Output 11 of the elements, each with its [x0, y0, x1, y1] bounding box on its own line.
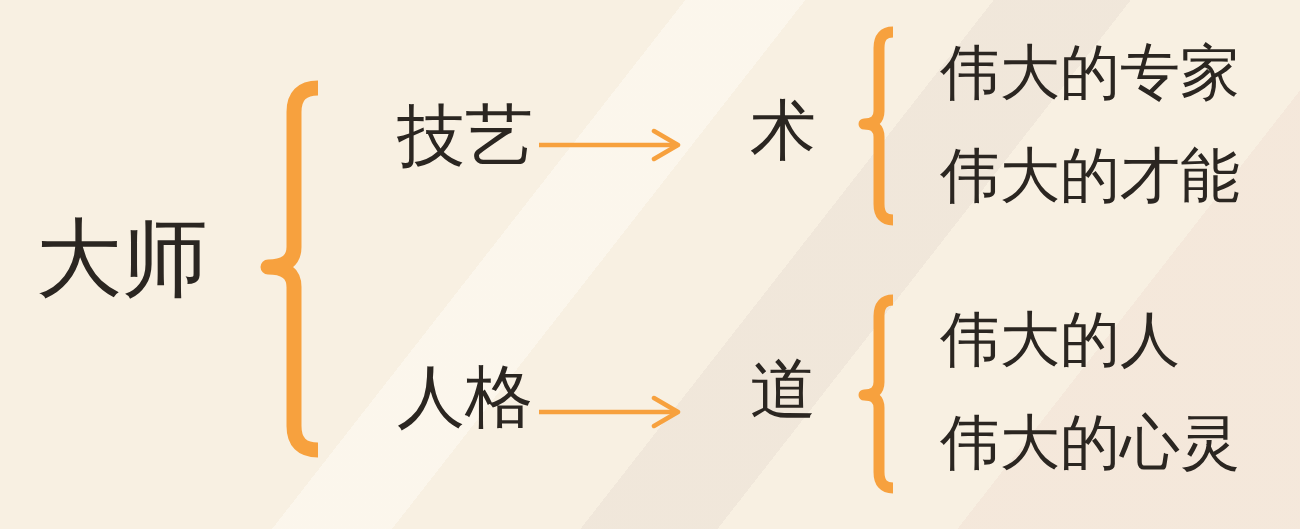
concept-label: 技艺 — [397, 102, 533, 170]
quality-label: 伟大的心灵 — [940, 412, 1240, 472]
quality-label: 伟大的才能 — [940, 145, 1240, 205]
concept-label: 道 — [680, 357, 816, 423]
quality-label: 伟大的专家 — [940, 42, 1240, 102]
concept-label: 大师 — [36, 215, 208, 301]
concept-label: 人格 — [397, 363, 533, 431]
arrow — [539, 395, 681, 429]
arrow — [539, 128, 681, 162]
concept-label: 术 — [680, 98, 816, 164]
quality-label: 伟大的人 — [940, 309, 1180, 369]
